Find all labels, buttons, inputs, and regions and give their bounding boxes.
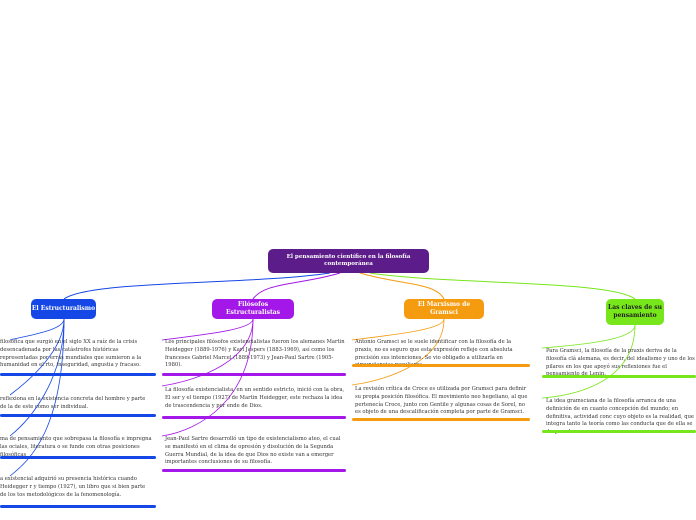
leaf-underline [162,373,346,376]
leaf-underline [0,373,156,376]
leaf-underline [162,416,346,419]
leaf-underline [352,364,530,367]
leaf-topic[interactable]: Los principales filósofos existencialist… [165,339,345,369]
leaf-underline [352,418,530,421]
branch-label: El Marxismo de Gramsci [417,301,471,316]
leaf-underline [0,456,156,459]
leaf-underline [0,414,156,417]
leaf-underline [162,469,346,472]
leaf-underline [0,505,156,508]
leaf-topic[interactable]: Jean-Paul Sartre desarrolló un tipo de e… [165,436,341,466]
root-topic[interactable]: El pensamiento científico en la filosofí… [268,249,429,273]
leaf-underline [542,430,696,433]
branch-label: Las claves de su pensamiento [607,304,662,319]
leaf-topic[interactable]: ma de pensamiento que sobrepasa la filos… [0,436,152,458]
root-topic-label: El pensamiento científico en la filosofí… [286,253,411,267]
leaf-topic[interactable]: La revisión crítica de Croce es utilizad… [355,386,528,416]
leaf-topic[interactable]: La filosofía existencialista, en un sent… [165,387,345,409]
leaf-topic[interactable]: Para Gramsci, la filosofía de la praxis … [546,348,695,377]
branch-marxismo-gramsci[interactable]: El Marxismo de Gramsci [404,299,484,319]
leaf-underline [542,375,696,378]
branch-filosofos-estructuralistas[interactable]: Filósofos Estructuralistas [212,299,294,319]
leaf-topic[interactable]: reflexiona en la existencia concreta del… [0,396,146,410]
leaf-topic[interactable]: filosófica que surgió en el siglo XX a r… [0,339,142,369]
branch-estructuralismo[interactable]: El Estructuralismo [31,299,96,319]
branch-label: Filósofos Estructuralistas [225,301,281,316]
branch-claves-pensamiento[interactable]: Las claves de su pensamiento [606,299,664,325]
leaf-topic[interactable]: a existencial adquirió su presencia hist… [0,476,146,498]
branch-label: El Estructuralismo [31,305,96,313]
